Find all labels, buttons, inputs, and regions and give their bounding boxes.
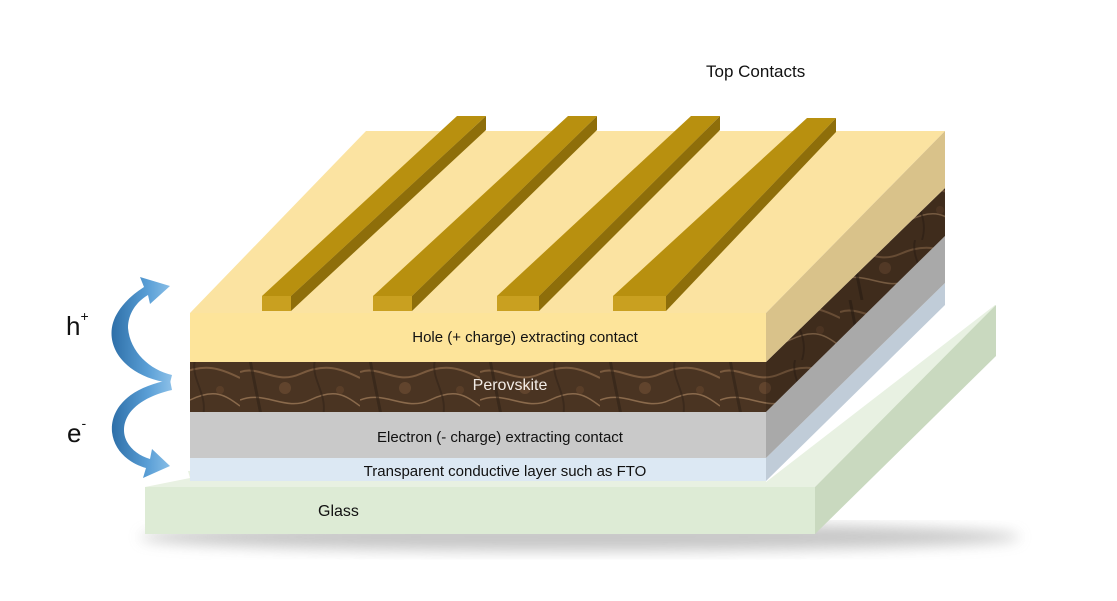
electron-side-face	[766, 236, 945, 458]
hole-carrier-label: h+	[66, 308, 89, 342]
electron-carrier-label: e-	[67, 415, 87, 449]
top-contacts	[262, 116, 836, 311]
electron-front-face	[190, 412, 766, 458]
top-contacts-label: Top Contacts	[706, 62, 806, 81]
hole-layer-label: Hole (+ charge) extracting contact	[412, 329, 638, 346]
glass-front-face	[145, 487, 815, 534]
electron-carrier-sup: -	[81, 415, 87, 432]
glass-layer	[145, 305, 996, 534]
contact-strip-4	[613, 118, 836, 311]
tco-layer-label: Transparent conductive layer such as FTO	[363, 463, 647, 480]
electron-layer-label: Electron (- charge) extracting contact	[377, 429, 623, 446]
electron-carrier-base: e	[67, 418, 82, 448]
perovskite-layer	[190, 188, 945, 412]
tco-layer	[190, 283, 945, 481]
tco-front-face	[190, 458, 766, 481]
perovskite-side-face	[766, 188, 945, 412]
perovskite-label: Perovskite	[472, 377, 548, 394]
tco-side-face	[766, 283, 945, 481]
glass-label: Glass	[318, 503, 359, 520]
contact-strip-2	[373, 116, 597, 311]
electron-layer	[190, 236, 945, 458]
hole-carrier-sup: +	[80, 308, 89, 325]
contact-strip-1	[262, 116, 486, 311]
contact-strip-3	[497, 116, 720, 311]
hole-side-face	[766, 131, 945, 362]
electron-arrow	[111, 380, 172, 478]
hole-carrier-base: h	[66, 311, 81, 341]
glass-side-face	[815, 305, 996, 534]
hole-arrow	[111, 277, 172, 383]
hole-front-face	[190, 313, 766, 362]
perovskite-front-face	[190, 362, 766, 412]
